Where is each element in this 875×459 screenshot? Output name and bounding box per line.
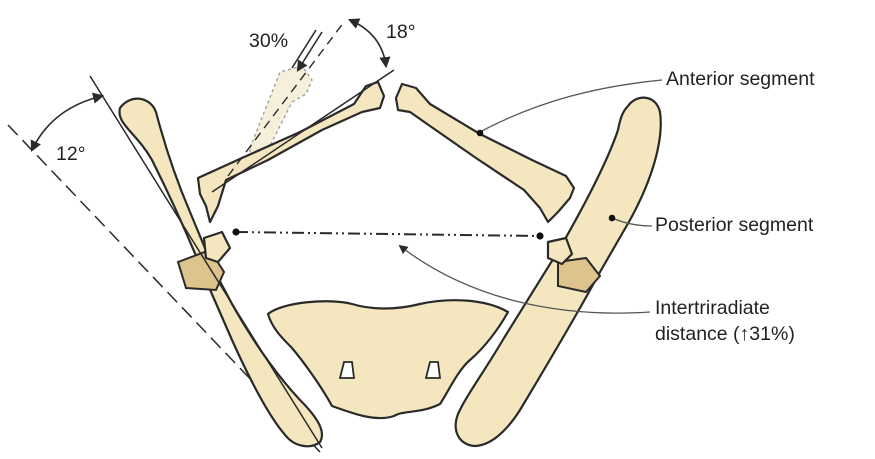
left-posterior-axis-line [89, 75, 323, 449]
angle-18-arc [347, 18, 391, 69]
sacral-foramen-left [338, 361, 356, 379]
right-acetabular-cap [546, 236, 574, 266]
left-acetabular-cap [202, 230, 232, 264]
left-reference-dashed-line [7, 124, 321, 453]
posterior-segment-point [608, 214, 616, 222]
anterior-axis-solid-line [211, 69, 395, 193]
percent-30-arrow-a [296, 31, 323, 72]
anterior-axis-dashed-line [227, 21, 345, 177]
label-anterior-segment: Anterior segment [666, 68, 815, 90]
label-intertriradiate-line1: Intertriradiate [655, 297, 770, 319]
intertriradiate-line [235, 231, 541, 237]
anterior-segment-leader [479, 79, 663, 133]
angle-12-arc [30, 92, 105, 153]
sacral-foramen-right [424, 361, 442, 379]
left-triradiate-point [232, 228, 240, 236]
right-triradiate-cartilage [557, 256, 602, 294]
left-posterior-segment [118, 97, 324, 448]
label-angle-12: 12° [56, 143, 86, 165]
percent-30-arrow-b [291, 29, 317, 69]
right-anterior-segment [394, 82, 576, 224]
left-anterior-segment [196, 80, 386, 224]
label-posterior-segment: Posterior segment [655, 214, 814, 236]
label-angle-18: 18° [386, 21, 416, 43]
label-intertriradiate-line2: distance (↑31%) [655, 323, 795, 345]
anterior-segment-point [476, 129, 484, 137]
intertriradiate-leader [398, 244, 651, 314]
sacrum [266, 299, 510, 420]
posterior-segment-leader [611, 217, 653, 227]
label-percent-30: 30% [249, 30, 289, 52]
right-triradiate-point [536, 232, 544, 240]
